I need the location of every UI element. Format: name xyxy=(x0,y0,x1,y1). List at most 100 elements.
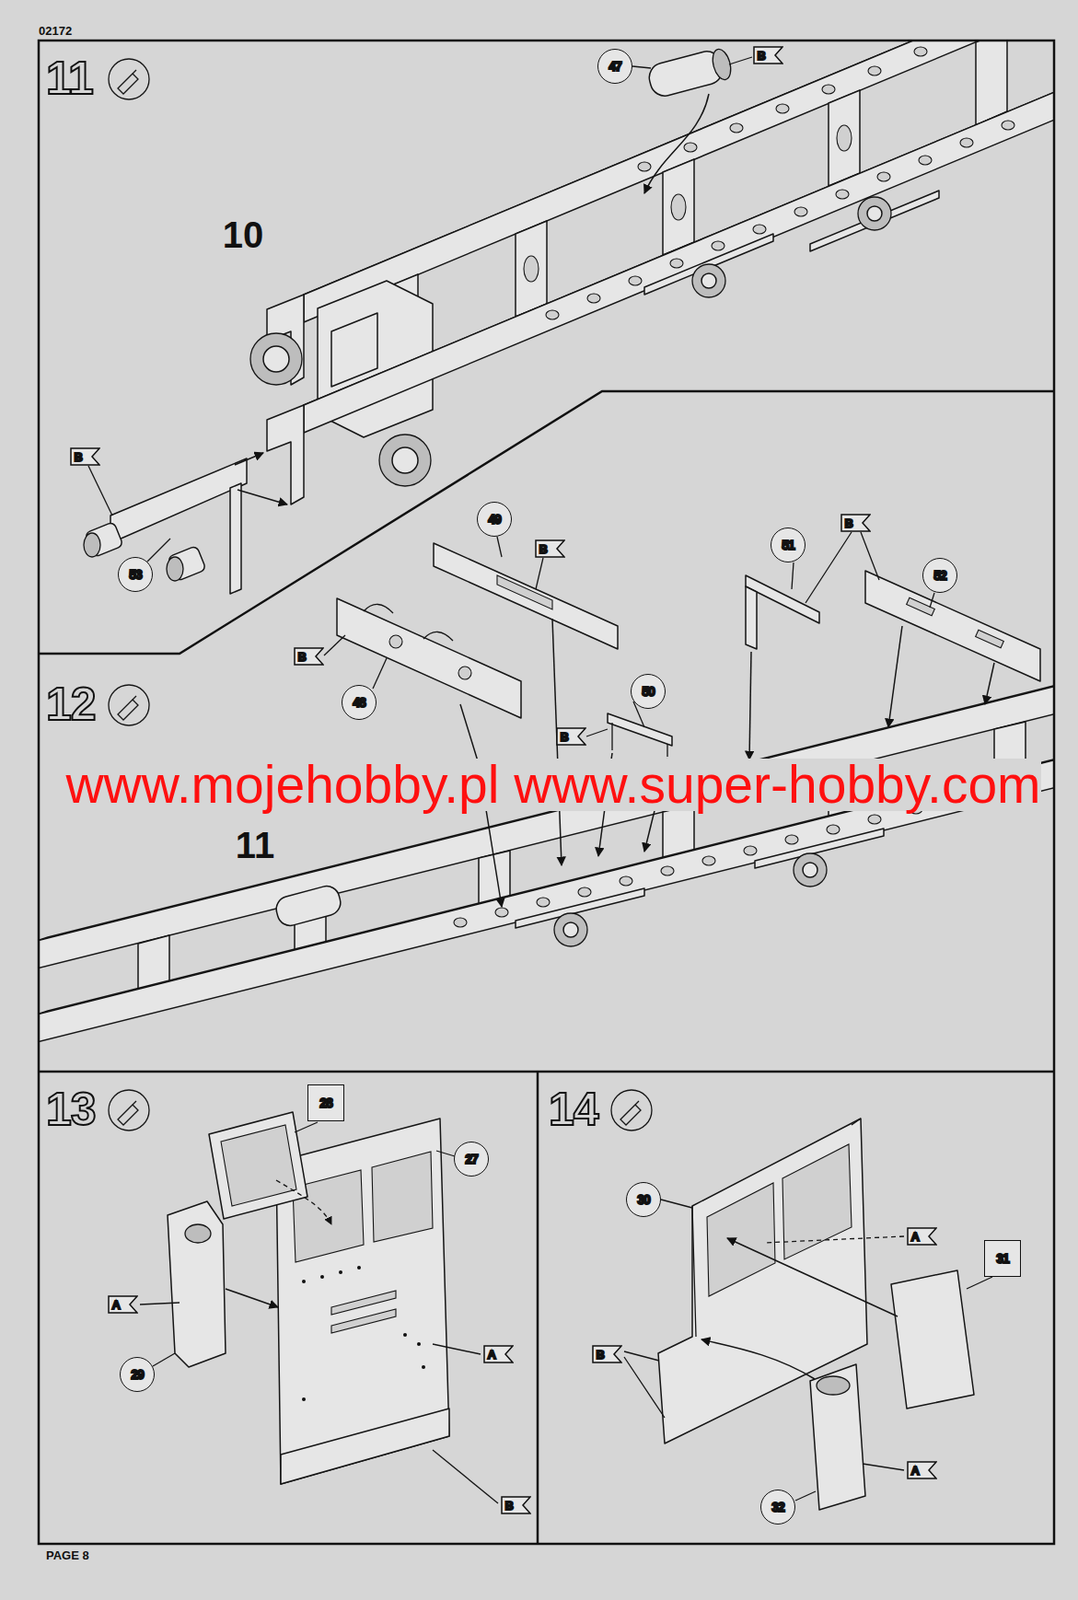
chassis-step-11 xyxy=(331,312,378,387)
chassis-step-12 xyxy=(535,557,544,590)
chassis-step-11 xyxy=(914,46,928,57)
callout-text: B xyxy=(298,650,306,663)
panel-frames xyxy=(38,40,1055,1544)
flag-outline xyxy=(906,1227,938,1246)
cab-wall-step-13 xyxy=(152,1353,175,1367)
callout-number: 52 xyxy=(922,557,958,593)
callout-text: 31 xyxy=(996,1251,1009,1265)
cab-wall-step-13 xyxy=(331,1309,396,1334)
chassis-step-11 xyxy=(671,194,686,221)
cab-wall-step-14 xyxy=(862,1463,905,1471)
callout-number: 29 xyxy=(119,1356,155,1392)
step-panel: 1147BB53 xyxy=(38,40,1055,654)
chassis-step-11 xyxy=(828,90,860,186)
flag-outline xyxy=(591,1344,623,1364)
cab-wall-step-13 xyxy=(139,1302,180,1305)
cab-wall-step-13 xyxy=(220,1124,297,1206)
chassis-step-12 xyxy=(888,625,903,728)
chassis-step-11 xyxy=(670,258,684,268)
chassis-step-12 xyxy=(36,683,1068,969)
chassis-step-12 xyxy=(660,866,674,876)
chassis-step-12 xyxy=(324,635,346,656)
chassis-step-12 xyxy=(433,543,618,650)
callout-text: 50 xyxy=(641,684,655,698)
chassis-step-12 xyxy=(619,876,633,886)
chassis-step-11 xyxy=(84,521,124,558)
callout-text: B xyxy=(845,517,853,530)
panel-frames xyxy=(536,1071,540,1544)
callout-text: B xyxy=(539,543,547,556)
cab-wall-step-13 xyxy=(436,1150,455,1157)
panel-frames xyxy=(38,1070,1055,1074)
chassis-step-12 xyxy=(586,729,608,737)
chassis-step-11 xyxy=(683,142,697,152)
cab-wall-step-14 xyxy=(692,1118,861,1337)
cab-wall-step-14 xyxy=(795,1491,816,1501)
flag-outline xyxy=(906,1460,938,1480)
color-flag: B xyxy=(753,46,784,65)
step-panel: 132827A29AB xyxy=(38,1071,538,1544)
chassis-step-11 xyxy=(729,57,753,65)
chassis-step-11 xyxy=(868,66,881,76)
flag-outline xyxy=(907,1228,937,1245)
glue-icons xyxy=(108,684,150,726)
cab-wall-step-14 xyxy=(764,1236,905,1243)
cab-wall-step-14 xyxy=(891,1270,974,1409)
chassis-step-11 xyxy=(263,346,290,372)
step-panel: 1249B51B52B4850B xyxy=(38,391,1055,1072)
callout-text: 47 xyxy=(608,59,622,73)
callout-number: 30 xyxy=(625,1182,661,1218)
cab-wall-step-14 xyxy=(707,1182,776,1297)
chassis-step-12 xyxy=(985,662,995,705)
chassis-step-11 xyxy=(711,241,725,251)
callout-text: 29 xyxy=(130,1367,144,1381)
chassis-step-12 xyxy=(458,666,472,680)
glue-icons xyxy=(108,58,150,100)
cab-wall-step-13 xyxy=(185,1224,211,1243)
cab-wall-step-14 xyxy=(966,1276,993,1289)
callout-text: 30 xyxy=(637,1193,650,1206)
chassis-step-12 xyxy=(389,635,403,649)
chassis-step-11 xyxy=(867,206,882,221)
flag-outline xyxy=(840,513,871,533)
flag-outline xyxy=(484,1345,513,1363)
callout-number: 50 xyxy=(630,673,666,709)
chassis-step-12 xyxy=(363,603,453,641)
cab-wall-step-13 xyxy=(331,1290,396,1315)
callout-number: 48 xyxy=(341,684,377,720)
callout-number: 49 xyxy=(476,501,512,537)
chassis-step-11 xyxy=(83,0,1078,594)
subassembly-number: 11 xyxy=(235,826,275,864)
chassis-step-11 xyxy=(147,538,171,562)
chassis-step-11 xyxy=(303,86,1068,433)
chassis-step-11 xyxy=(88,465,113,516)
chassis-step-12 xyxy=(273,882,344,928)
chassis-step-11 xyxy=(83,533,101,557)
cab-wall-step-14 xyxy=(624,1351,665,1418)
color-flag: B xyxy=(500,1495,532,1515)
flag-outline xyxy=(108,1296,138,1313)
chassis-step-11 xyxy=(810,190,939,252)
cab-wall-step-13 xyxy=(276,1180,332,1225)
subassembly-number: 10 xyxy=(222,216,265,254)
chassis-step-12 xyxy=(791,562,794,590)
chassis-step-12 xyxy=(372,658,387,689)
chassis-step-11 xyxy=(392,447,418,474)
chassis-step-12 xyxy=(975,629,1005,649)
chassis-step-12 xyxy=(563,922,579,938)
callout-number: 47 xyxy=(597,48,633,84)
chassis-step-11 xyxy=(587,293,601,303)
flag-outline xyxy=(69,447,101,466)
chassis-step-11 xyxy=(835,189,849,199)
step-number: 14 xyxy=(548,1086,599,1133)
chassis-step-11 xyxy=(836,125,852,151)
callout-text: A xyxy=(911,1464,919,1477)
chassis-step-11 xyxy=(877,172,891,182)
glue-icons xyxy=(117,695,139,720)
color-flag: B xyxy=(591,1344,623,1364)
cab-wall-step-13 xyxy=(225,1288,279,1308)
chassis-step-11 xyxy=(266,405,304,505)
chassis-step-11 xyxy=(644,93,709,194)
chassis-step-11 xyxy=(662,159,695,256)
chassis-step-11 xyxy=(523,255,539,282)
